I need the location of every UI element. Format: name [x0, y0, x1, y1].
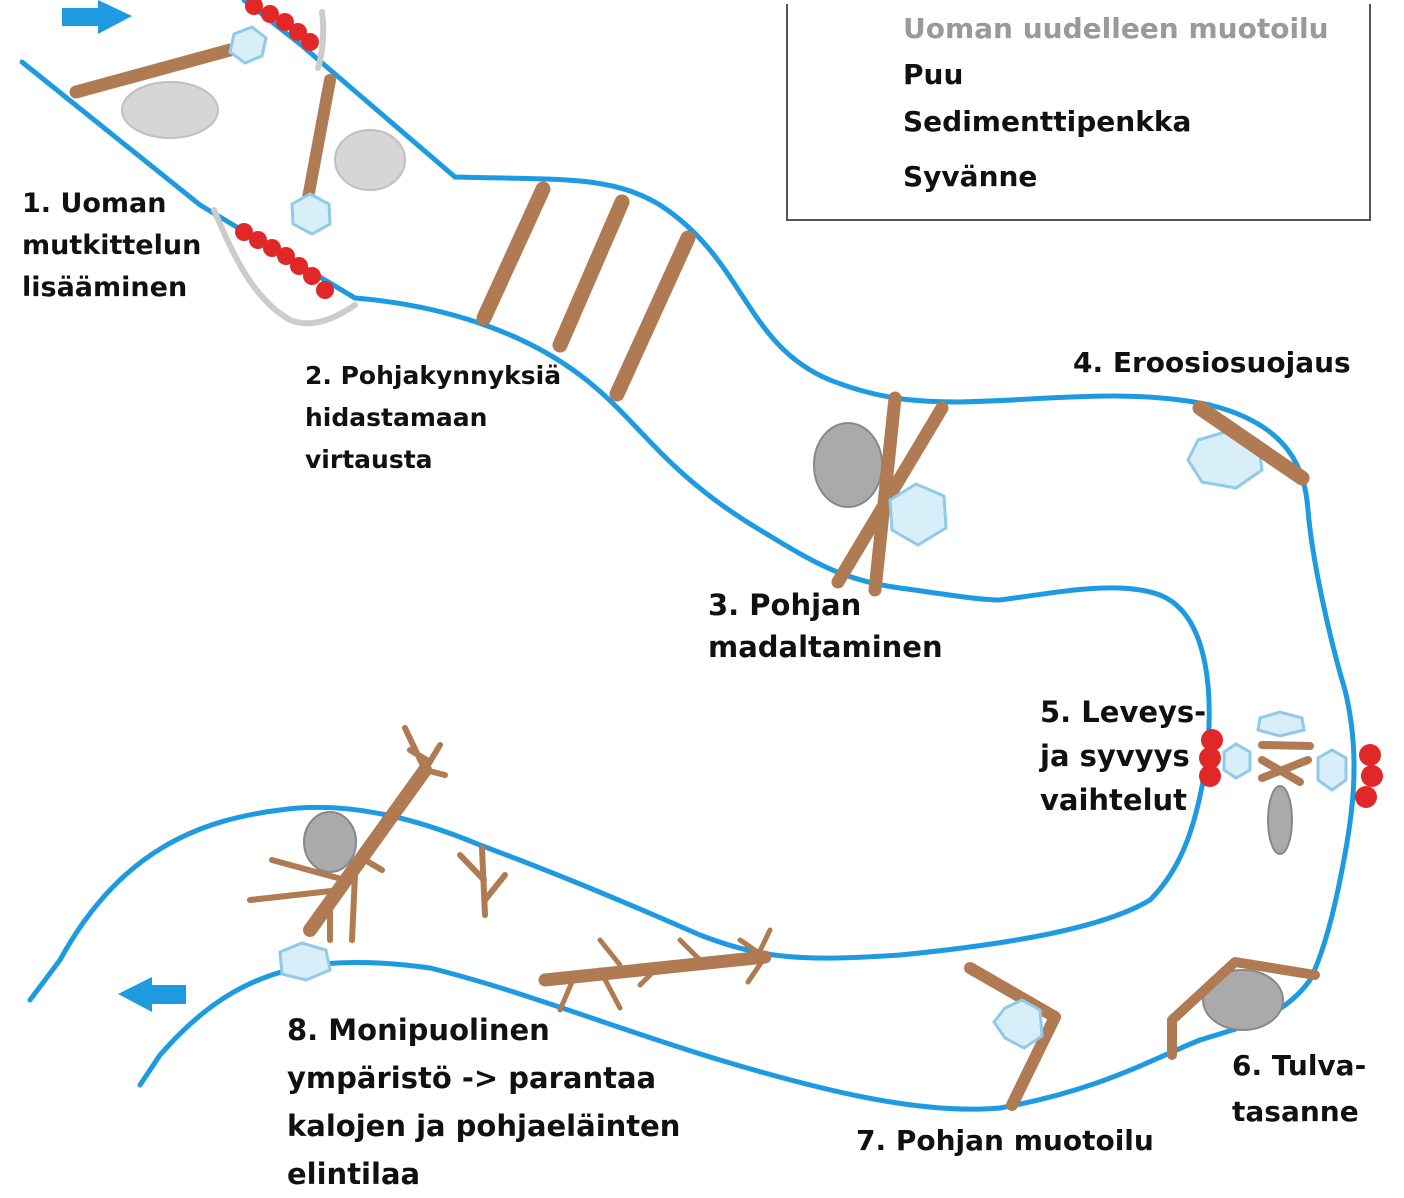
wood-log — [1262, 745, 1310, 746]
legend-wood-label: Puu — [903, 58, 963, 91]
wood-log — [308, 80, 330, 198]
pool — [890, 484, 946, 545]
pool — [280, 943, 330, 980]
pool — [1258, 712, 1304, 736]
label-7: 7. Pohjan muotoilu — [856, 1120, 1154, 1162]
pool — [994, 1000, 1042, 1048]
wood-log — [617, 238, 688, 394]
sediment-bank — [1268, 786, 1292, 854]
flow-in-arrow-icon — [62, 0, 132, 34]
reshape-arc — [318, 12, 323, 68]
wood-log — [560, 202, 622, 345]
sediment-bank — [335, 130, 405, 190]
sediment-bank — [122, 82, 218, 138]
flow-out-arrow-icon — [118, 977, 186, 1012]
legend-reshaping-label: Uoman uudelleen muotoilu — [903, 12, 1329, 45]
pool — [292, 194, 330, 234]
pool — [230, 27, 266, 63]
label-4: 4. Eroosiosuojaus — [1073, 342, 1351, 384]
small-branch — [460, 848, 505, 915]
fallen-tree — [545, 930, 770, 1010]
sediment-bank — [304, 812, 356, 872]
label-6: 6. Tulva-tasanne — [1232, 1043, 1366, 1135]
wood-log — [484, 189, 543, 318]
legend-sediment-label: Sedimenttipenkka — [903, 105, 1191, 138]
sediment-bank — [814, 423, 882, 507]
pool — [1318, 750, 1346, 790]
legend-pool-label: Syvänne — [903, 160, 1037, 193]
pool — [1224, 744, 1250, 778]
